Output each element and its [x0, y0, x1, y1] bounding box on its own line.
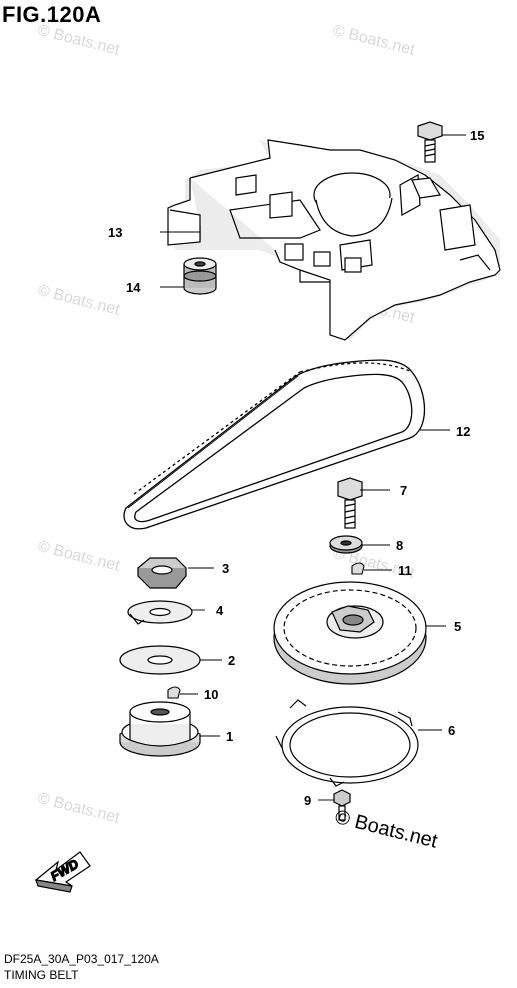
part-2-plate[interactable]	[119, 645, 201, 675]
callout-12: 12	[456, 424, 470, 439]
part-13-timing-belt-cover[interactable]	[167, 139, 501, 341]
callout-4: 4	[216, 603, 224, 618]
part-9-screw[interactable]	[333, 789, 351, 821]
part-6-sensor-plate[interactable]	[275, 699, 419, 787]
callout-8: 8	[396, 538, 403, 553]
callout-15: 15	[470, 128, 484, 143]
callout-7: 7	[400, 483, 407, 498]
diagram-name: TIMING BELT	[4, 968, 79, 982]
callout-9: 9	[304, 793, 311, 808]
callout-2: 2	[228, 653, 235, 668]
part-1-crankshaft-pulley[interactable]	[119, 701, 201, 757]
figure-title: FIG.120A	[2, 2, 102, 27]
part-3-nut[interactable]	[137, 557, 187, 589]
part-15-bolt[interactable]	[417, 121, 443, 163]
callout-6: 6	[448, 723, 455, 738]
part-12-timing-belt[interactable]	[123, 359, 426, 530]
part-11-key[interactable]	[351, 562, 365, 575]
part-14-grommet[interactable]	[183, 257, 217, 295]
part-7-bolt[interactable]	[337, 477, 363, 529]
part-4-lock-washer[interactable]	[127, 600, 193, 625]
part-8-washer[interactable]	[329, 535, 363, 554]
callout-14: 14	[126, 280, 141, 295]
diagram-code: DF25A_30A_P03_017_120A	[4, 952, 159, 966]
part-5-camshaft-pulley[interactable]	[273, 581, 427, 685]
callout-13: 13	[108, 225, 122, 240]
callout-numbers: 13 14 15 12 7 8 11 3 4 2 10 1 5 6 9	[108, 128, 484, 808]
callout-10: 10	[204, 687, 218, 702]
callout-1: 1	[226, 729, 233, 744]
callout-5: 5	[454, 619, 461, 634]
leader-lines	[160, 134, 466, 801]
fwd-arrow-icon: FWD	[34, 851, 91, 893]
part-10-key[interactable]	[167, 686, 181, 699]
callout-11: 11	[398, 563, 412, 578]
callout-3: 3	[222, 561, 229, 576]
